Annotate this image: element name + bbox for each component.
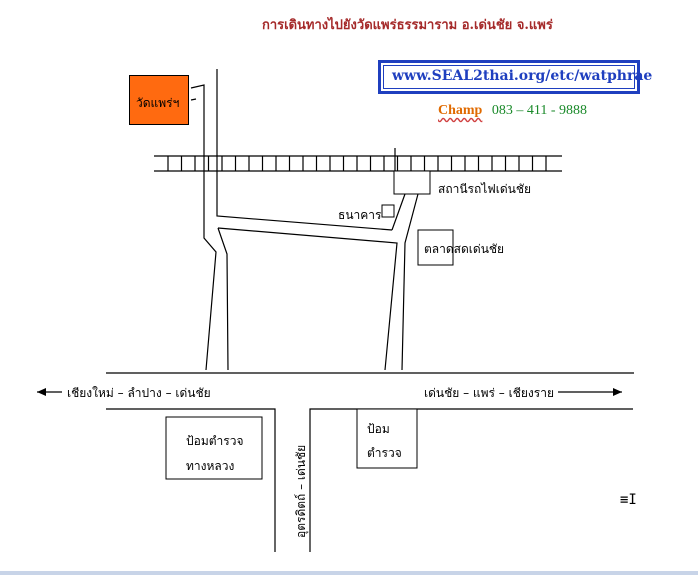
east-arrow-icon <box>613 388 622 396</box>
temple-label: วัดแพร่ฯ <box>136 96 180 110</box>
train-station-label: สถานีรถไฟเด่นชัย <box>438 182 532 196</box>
text-cursor-icon: ≡I <box>620 492 637 508</box>
highway-police-label-line2: ทางหลวง <box>186 459 235 473</box>
contact-name: Champ <box>438 103 483 118</box>
market-building <box>417 229 454 266</box>
south-road-label-wrap: อุตรดิตถ์ – เด่นชัย <box>292 438 310 538</box>
inner-road-east-edge <box>217 227 398 371</box>
station-road-west-edge <box>391 193 406 231</box>
temple-marker <box>129 75 189 125</box>
west-road-label: เชียงใหม่ – ลำปาง – เด่นชัย <box>67 386 211 400</box>
police-post-label-line2: ตำรวจ <box>367 446 402 460</box>
temple-road-west-edge <box>190 84 217 371</box>
map-title: การเดินทางไปยังวัดแพร่ธรรมาราม อ.เด่นชัย… <box>262 18 553 33</box>
highway-police-box <box>165 416 263 480</box>
market-label: ตลาดสดเด่นชัย <box>424 242 505 256</box>
url-frame <box>378 60 640 94</box>
contact-phone: 083 – 411 - 9888 <box>491 103 588 118</box>
contact-info: Champ 083 – 411 - 9888 <box>438 103 587 119</box>
highway-police-label-line1: ป้อมตำรวจ <box>186 434 244 448</box>
west-arrow-icon <box>37 388 46 396</box>
window-bottom-edge <box>0 571 698 575</box>
temple-road-stub <box>190 98 197 101</box>
train-station-building <box>393 170 431 195</box>
inner-road-west-edge <box>217 227 229 371</box>
police-post-box <box>356 408 418 469</box>
railway-ties <box>167 156 547 171</box>
station-road-east-edge <box>401 193 419 371</box>
south-road-label: อุตรดิตถ์ – เด่นชัย <box>294 444 308 538</box>
website-link[interactable]: www.SEAL2thai.org/etc/watphrae <box>392 68 653 84</box>
bank-building <box>381 204 395 218</box>
highway-south-west-edge <box>106 408 276 552</box>
east-road-label: เด่นชัย – แพร่ – เชียงราย <box>424 386 554 400</box>
police-post-label-line1: ป้อม <box>367 422 390 436</box>
temple-road-east-edge <box>216 69 393 231</box>
bank-label: ธนาคาร <box>338 208 382 222</box>
highway-south-east-edge <box>309 408 633 552</box>
